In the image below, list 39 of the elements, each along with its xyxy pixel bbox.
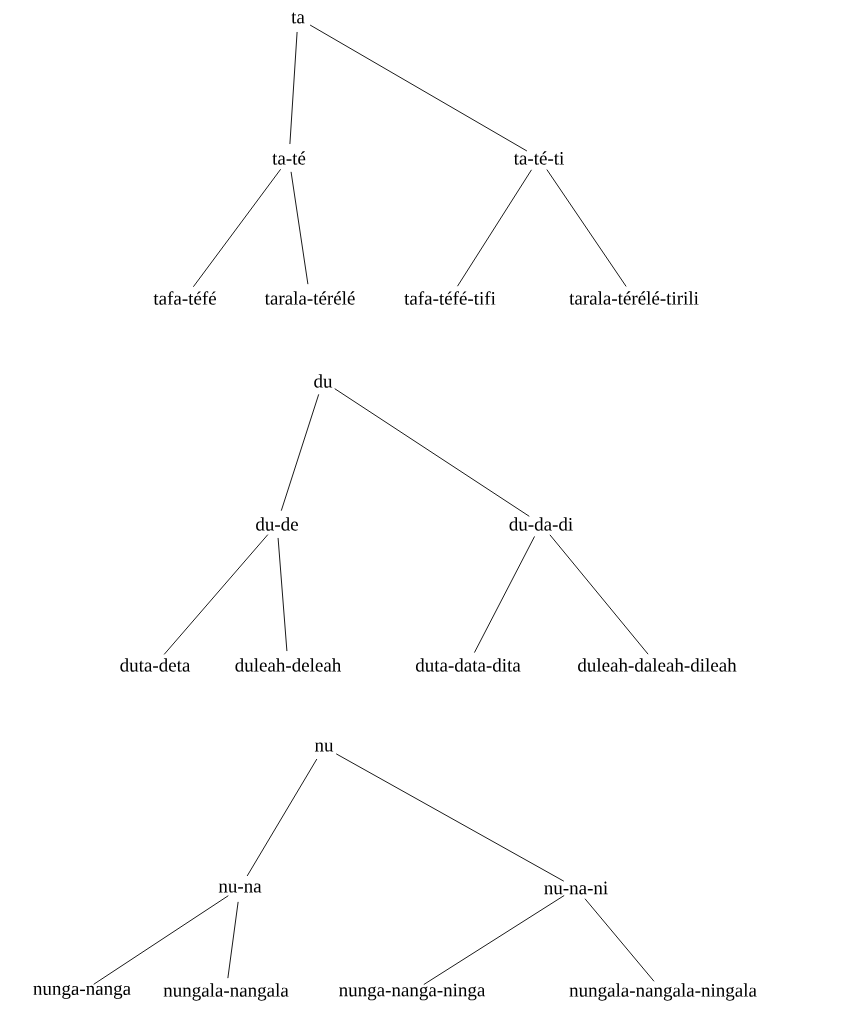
tree-node-label: tarala-térélé-tirili <box>569 291 699 305</box>
branch-line <box>192 168 282 288</box>
branch-line <box>246 758 318 877</box>
tree-node-label: nunga-nanga-ninga <box>339 983 486 1001</box>
tree-node-label: ta <box>291 12 305 24</box>
branch-line <box>290 171 309 285</box>
tree-node-label: du-da-di <box>509 517 573 531</box>
tree-node-label: duta-deta <box>120 658 191 672</box>
branch-line <box>457 169 532 287</box>
branch-line <box>474 536 535 654</box>
branch-line <box>584 898 655 982</box>
tree-node-label: nungala-nangala-ningala <box>569 983 757 1001</box>
branch-line <box>280 393 320 512</box>
tree-node-label: nunga-nanga <box>33 985 131 999</box>
tree-node-label: duleah-deleah <box>235 658 342 672</box>
tree-node-label: nungala-nangala <box>163 983 289 1001</box>
branch-line <box>93 895 229 985</box>
tree-node-label: du <box>314 374 333 388</box>
tree-node-label: du-de <box>256 517 298 531</box>
tree-node-label: ta-té-ti <box>513 151 564 165</box>
tree-node-label: tafa-téfé <box>153 291 216 305</box>
tree-node-label: tarala-térélé <box>264 291 355 305</box>
branch-line <box>335 753 565 882</box>
branch-line <box>334 388 530 517</box>
branch-line <box>549 534 649 655</box>
tree-node-label: tafa-téfé-tifi <box>404 291 496 305</box>
tree-node-label: nu-na-ni <box>544 881 608 895</box>
branch-line <box>227 901 239 979</box>
tree-node-label: ta-té <box>272 151 306 165</box>
tree-node-label: duta-data-dita <box>415 658 521 672</box>
tree-node-label: nu-na <box>218 883 262 893</box>
branch-line <box>163 534 269 655</box>
branch-line <box>309 24 528 152</box>
branch-line <box>289 31 298 145</box>
branch-line <box>277 537 288 652</box>
tree-node-label: duleah-daleah-dileah <box>578 658 737 672</box>
branch-line <box>546 169 627 287</box>
tree-node-label: nu <box>314 742 334 752</box>
branch-line <box>423 895 565 985</box>
